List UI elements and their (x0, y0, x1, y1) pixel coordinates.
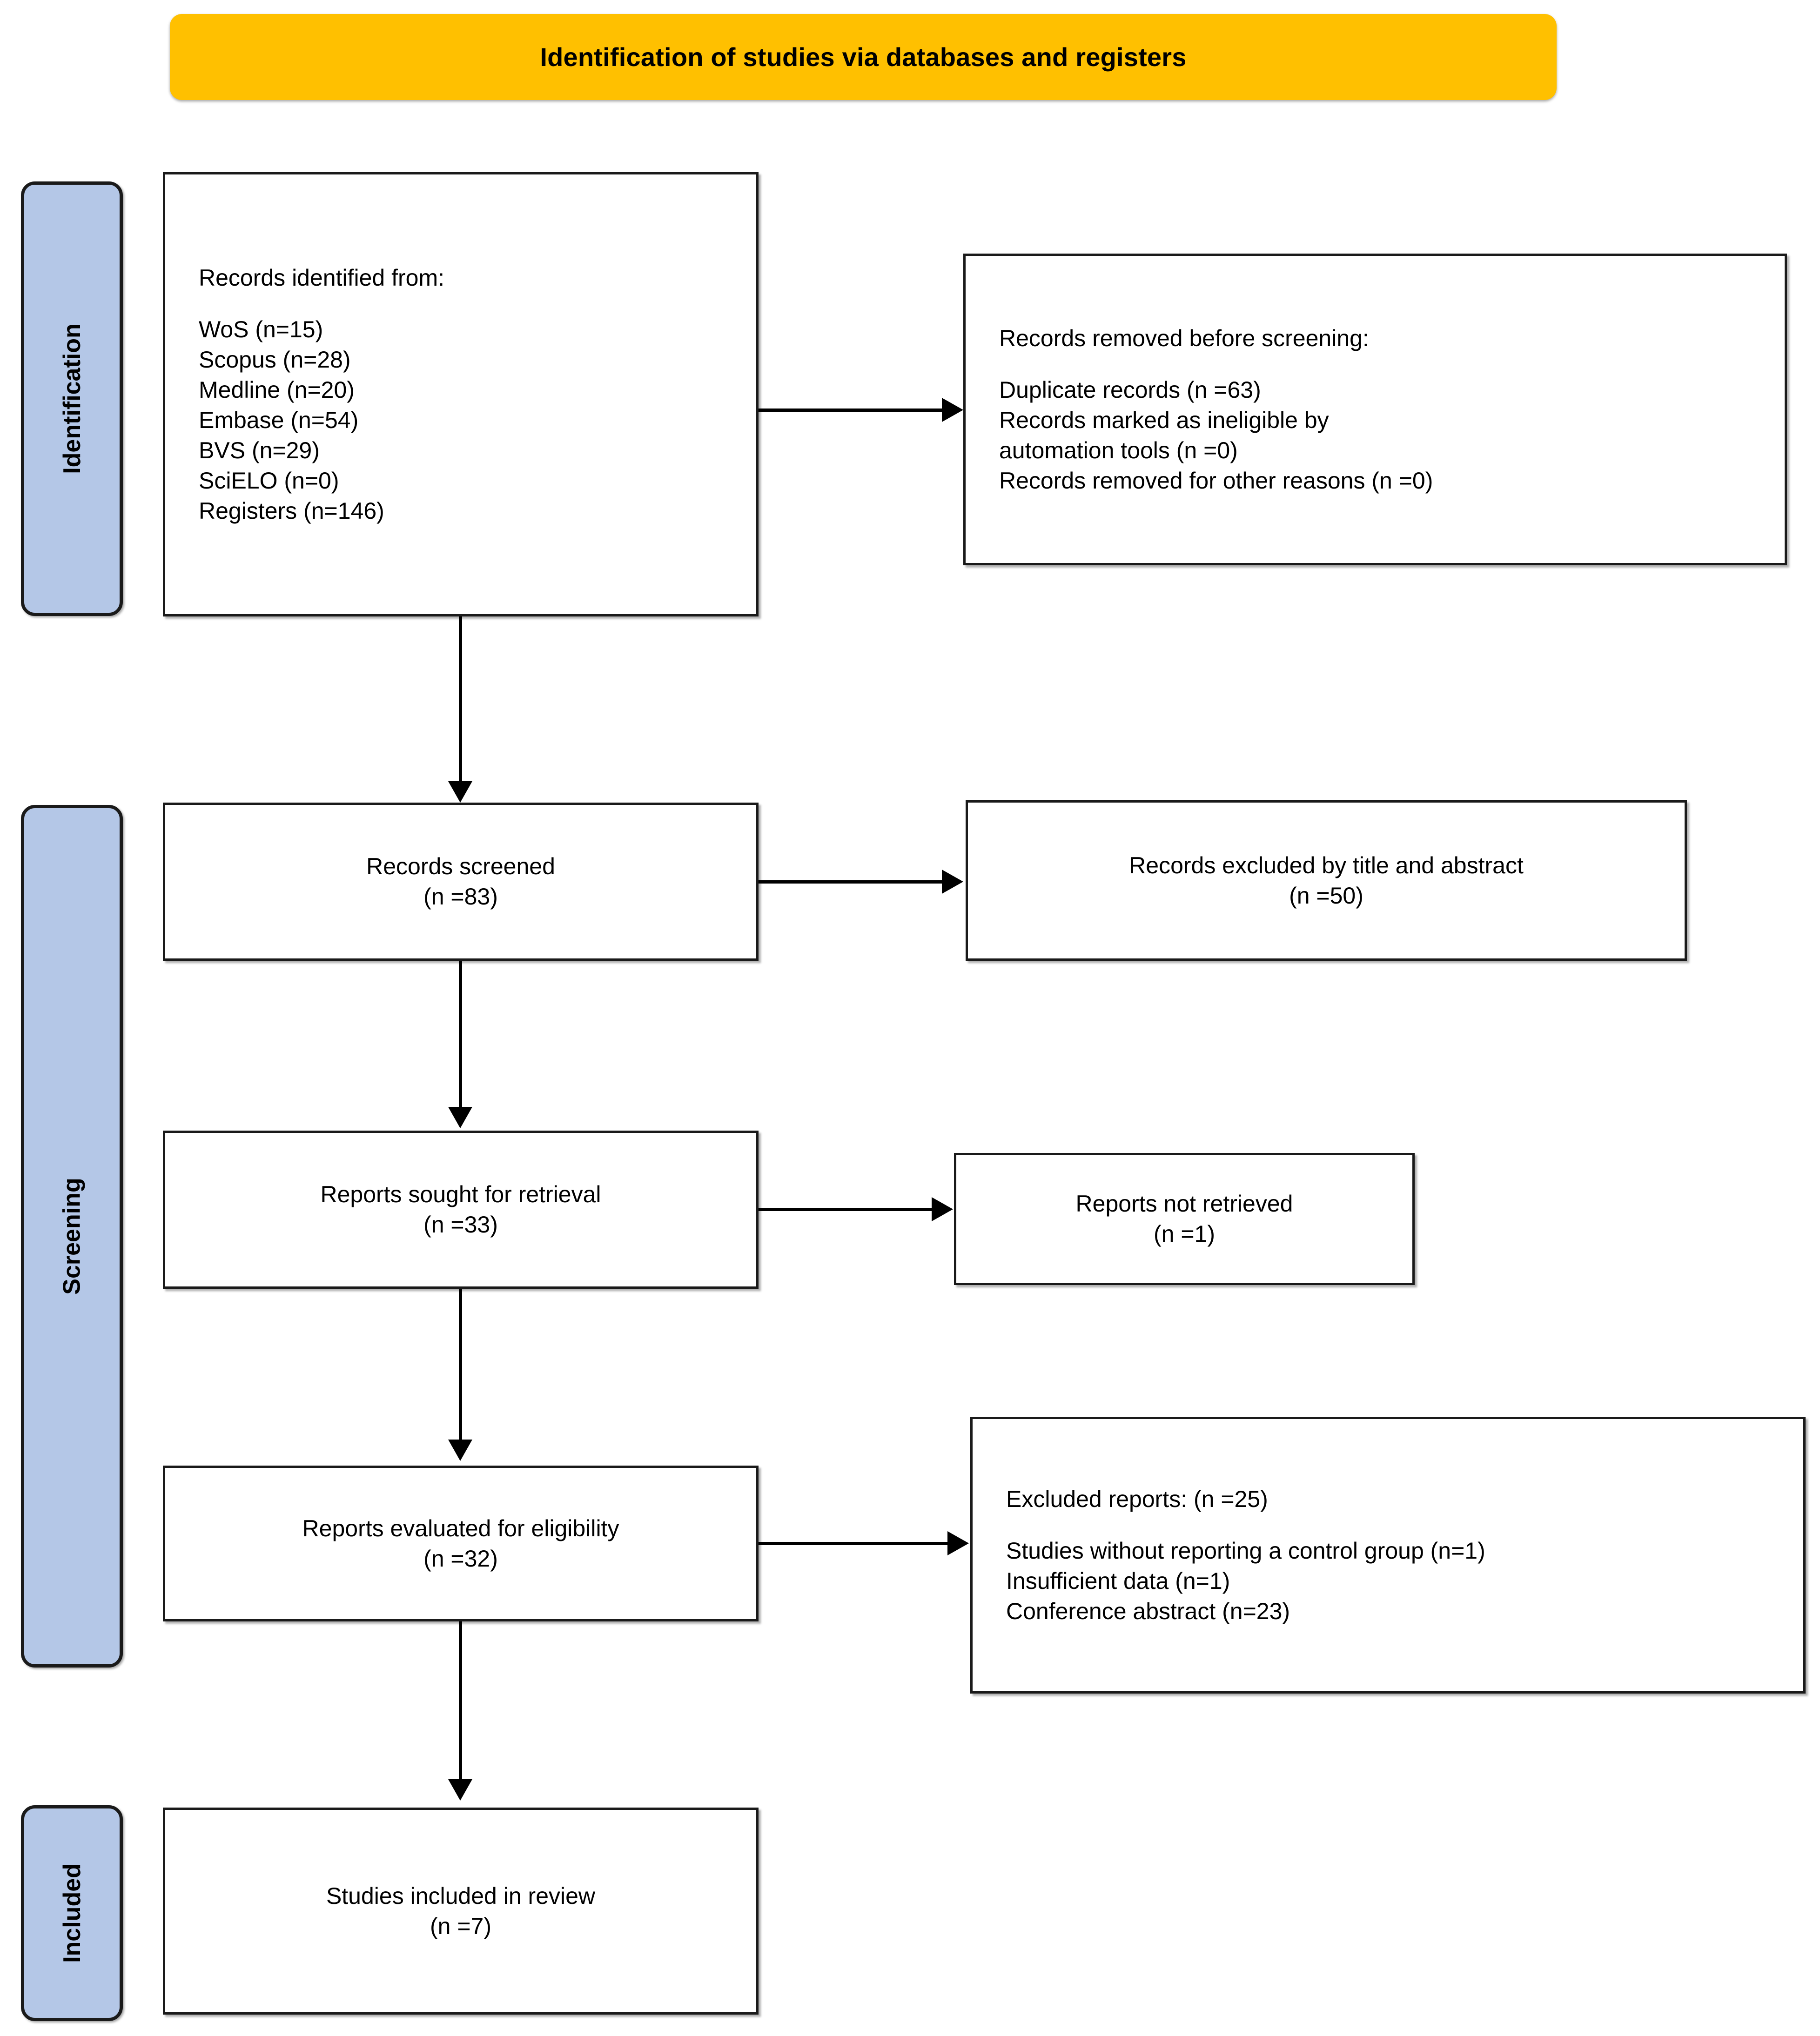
reports-not-retrieved-count: (n =1) (1153, 1221, 1215, 1247)
arrow-head-down-icon (448, 1779, 472, 1801)
source-wos: WoS (n=15) (199, 316, 323, 342)
removed-reason-ineligible-line2: automation tools (n =0) (999, 437, 1238, 463)
arrow-head-down-icon (448, 1440, 472, 1461)
connector-line (759, 409, 945, 412)
reports-evaluated-count: (n =32) (423, 1545, 498, 1572)
box-records-excluded-title-abstract: Records excluded by title and abstract (… (966, 800, 1687, 961)
connector-line (759, 1542, 950, 1545)
reports-not-retrieved-label: Reports not retrieved (1075, 1191, 1293, 1217)
connector-line (459, 1289, 462, 1442)
box-reports-not-retrieved: Reports not retrieved (n =1) (954, 1153, 1415, 1285)
arrow-head-right-icon (942, 398, 963, 422)
removed-reason-other: Records removed for other reasons (n =0) (999, 467, 1433, 494)
removed-reason-ineligible-line1: Records marked as ineligible by (999, 407, 1329, 433)
excluded-reason-insufficient-data: Insufficient data (n=1) (1006, 1567, 1230, 1594)
source-medline: Medline (n=20) (199, 376, 355, 403)
arrow-head-right-icon (947, 1531, 969, 1555)
stage-label-identification: Identification (58, 323, 86, 474)
arrow-head-right-icon (932, 1197, 953, 1221)
spacer (1006, 1514, 1787, 1536)
box-studies-included: Studies included in review (n =7) (163, 1808, 759, 2015)
excluded-reason-no-control-group: Studies without reporting a control grou… (1006, 1537, 1485, 1564)
excluded-reports-heading: Excluded reports: (n =25) (1006, 1486, 1268, 1512)
box-records-identified: Records identified from: WoS (n=15) Scop… (163, 172, 759, 616)
records-identified-heading: Records identified from: (199, 264, 445, 291)
page-title: Identification of studies via databases … (540, 42, 1187, 72)
studies-included-label: Studies included in review (326, 1882, 596, 1909)
source-embase: Embase (n=54) (199, 407, 359, 433)
records-screened-label: Records screened (366, 853, 555, 879)
arrow-head-down-icon (448, 1107, 472, 1128)
connector-line (459, 961, 462, 1110)
connector-line (759, 1208, 934, 1211)
source-bvs: BVS (n=29) (199, 437, 320, 463)
source-registers: Registers (n=146) (199, 497, 384, 524)
records-removed-heading: Records removed before screening: (999, 325, 1369, 351)
studies-included-count: (n =7) (430, 1913, 491, 1939)
stage-tab-included: Included (21, 1805, 123, 2021)
stage-tab-screening: Screening (21, 805, 123, 1668)
connector-line (759, 880, 945, 884)
connector-line (459, 616, 462, 784)
box-reports-evaluated: Reports evaluated for eligibility (n =32… (163, 1466, 759, 1621)
source-scopus: Scopus (n=28) (199, 346, 351, 373)
spacer (199, 293, 740, 315)
spacer (999, 354, 1769, 375)
box-records-removed: Records removed before screening: Duplic… (963, 254, 1787, 565)
reports-evaluated-label: Reports evaluated for eligibility (302, 1515, 619, 1541)
stage-tab-identification: Identification (21, 181, 123, 616)
removed-reason-duplicates: Duplicate records (n =63) (999, 376, 1261, 403)
records-excluded-count: (n =50) (1289, 882, 1363, 909)
header-banner: Identification of studies via databases … (170, 14, 1557, 100)
reports-sought-count: (n =33) (423, 1212, 498, 1238)
box-reports-sought: Reports sought for retrieval (n =33) (163, 1131, 759, 1289)
records-screened-count: (n =83) (423, 884, 498, 910)
box-excluded-reports: Excluded reports: (n =25) Studies withou… (970, 1417, 1806, 1694)
reports-sought-label: Reports sought for retrieval (320, 1181, 601, 1207)
arrow-head-right-icon (942, 870, 963, 894)
excluded-reason-conference-abstract: Conference abstract (n=23) (1006, 1598, 1290, 1624)
box-records-screened: Records screened (n =83) (163, 803, 759, 961)
stage-label-included: Included (58, 1863, 86, 1963)
stage-label-screening: Screening (58, 1178, 86, 1295)
arrow-head-down-icon (448, 781, 472, 803)
records-excluded-label: Records excluded by title and abstract (1129, 852, 1524, 878)
source-scielo: SciELO (n=0) (199, 467, 339, 494)
connector-line (459, 1621, 462, 1782)
